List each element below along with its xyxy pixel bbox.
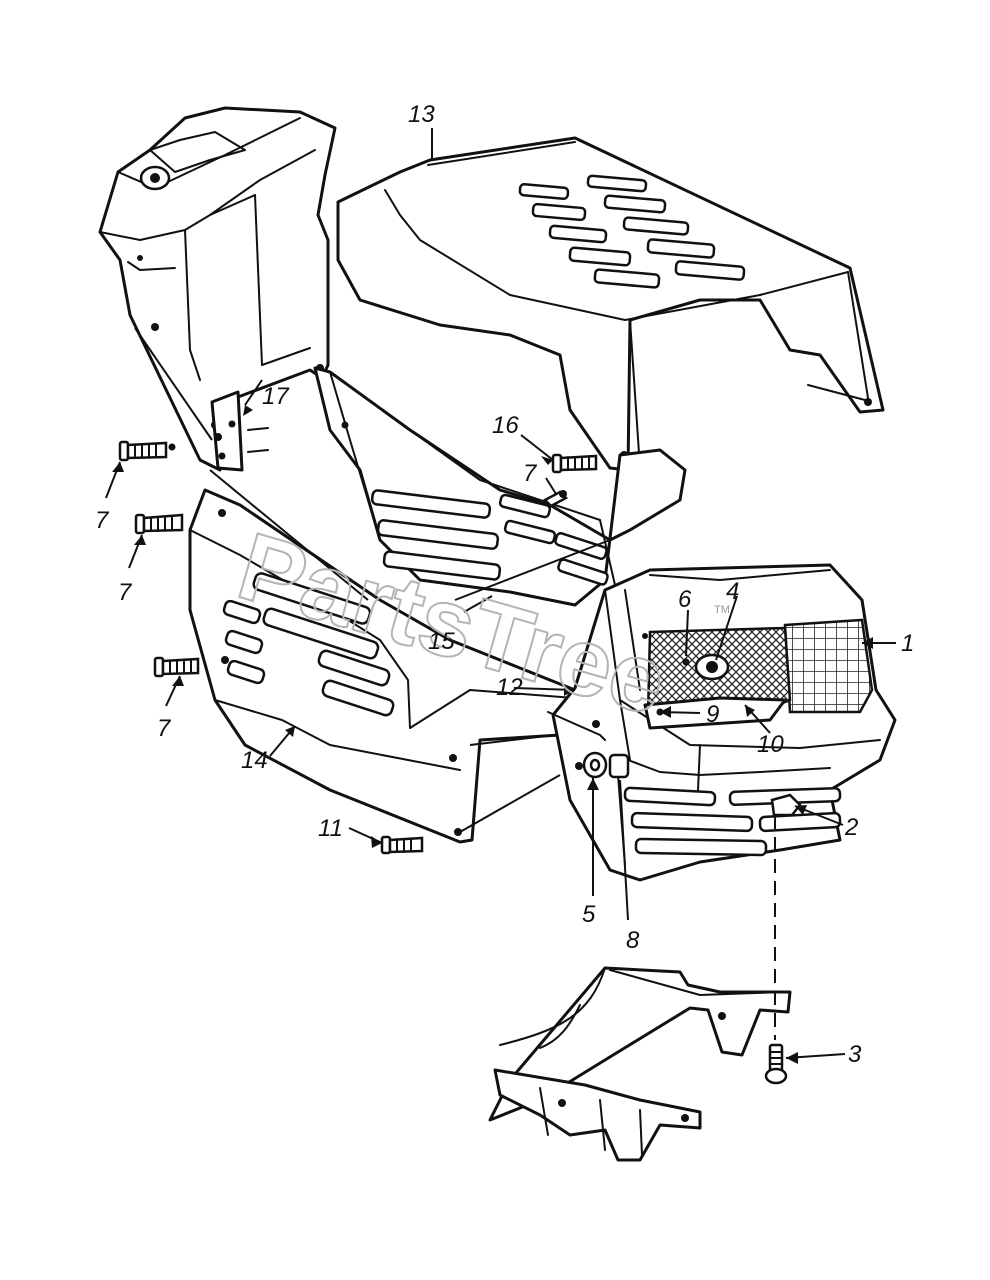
callout-8: 8 [626, 927, 640, 954]
headlight-lens [643, 626, 792, 730]
callout-1: 1 [901, 630, 914, 657]
callout-7-middle: 7 [523, 460, 538, 487]
callout-3: 3 [848, 1041, 862, 1068]
callout-4: 4 [726, 578, 739, 605]
frame-bracket [488, 966, 792, 1162]
callout-2: 2 [844, 814, 858, 841]
callout-7-upper: 7 [95, 507, 110, 534]
grille [783, 618, 874, 714]
callout-5: 5 [582, 901, 596, 928]
hood-vent-slots [518, 174, 746, 289]
callout-11: 11 [318, 815, 343, 842]
callout-16: 16 [492, 412, 519, 439]
hood [336, 136, 885, 472]
leader-lines [105, 128, 896, 1059]
callout-7-lower: 7 [157, 715, 172, 742]
callout-10: 10 [757, 731, 784, 758]
bracket-17 [210, 390, 269, 472]
leader-arrowheads [112, 405, 873, 1064]
hardware [118, 440, 802, 1085]
callout-17: 17 [262, 383, 290, 410]
callout-9: 9 [706, 701, 719, 728]
watermark-tm: TM [714, 604, 730, 616]
callout-7-mid-left: 7 [118, 579, 133, 606]
callout-15: 15 [428, 628, 455, 655]
callout-14: 14 [241, 747, 268, 774]
callout-12: 12 [496, 674, 523, 701]
callout-6: 6 [678, 586, 692, 613]
callout-labels: 13 17 16 7 7 7 7 15 12 14 11 6 4 1 9 10 … [95, 101, 914, 1068]
dash-panel [98, 106, 337, 472]
callout-13: 13 [408, 101, 435, 128]
side-panel-outer [188, 488, 602, 844]
